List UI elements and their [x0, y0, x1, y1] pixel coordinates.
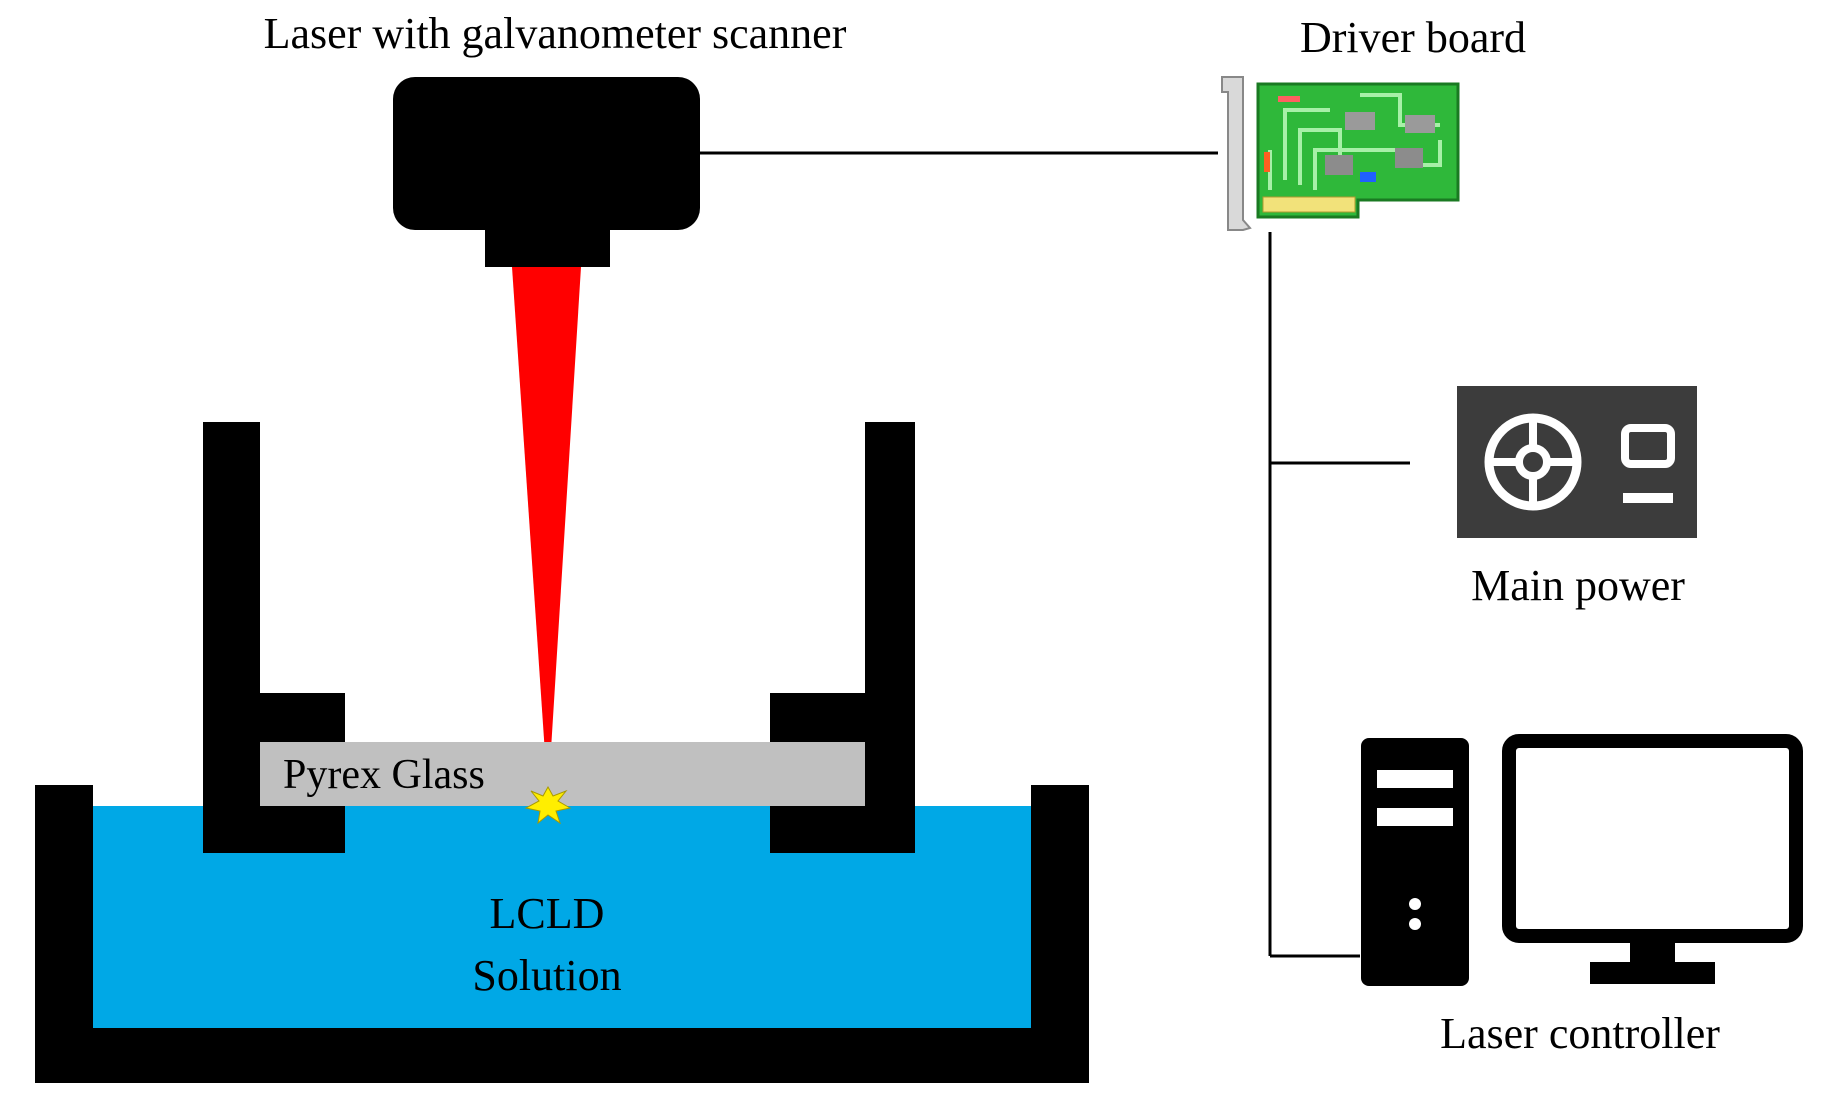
tower-led-2	[1409, 918, 1421, 930]
laser-scanner	[393, 77, 700, 267]
power-socket	[1621, 424, 1675, 468]
pcb-component-blue	[1360, 172, 1376, 182]
pcb-chip-2	[1405, 115, 1435, 133]
wiring	[700, 151, 1410, 958]
pcb-edge-connector	[1262, 196, 1356, 213]
pyrex-glass-label: Pyrex Glass	[283, 752, 485, 798]
laser-controller-label: Laser controller	[1440, 1009, 1720, 1058]
power-switch	[1623, 493, 1673, 503]
holder-left	[203, 422, 345, 853]
pcb-chip-1	[1345, 112, 1375, 130]
pcb-component-red	[1278, 96, 1300, 102]
power-supply-icon	[1457, 386, 1697, 538]
tower-led-1	[1409, 898, 1421, 910]
pcb-component-orange	[1264, 152, 1270, 172]
monitor-neck	[1630, 936, 1675, 964]
computer-monitor	[1502, 734, 1803, 943]
pcb-card-icon	[1221, 76, 1460, 231]
tower-drive-bay-2	[1377, 808, 1453, 826]
pcb-chip-4	[1395, 148, 1423, 168]
main-power-label: Main power	[1471, 561, 1685, 610]
holder-right	[770, 422, 915, 853]
solution-label-line1: LCLD	[490, 889, 605, 938]
pcb-bracket	[1221, 76, 1252, 231]
laser-beam	[512, 267, 581, 798]
solution-label-line2: Solution	[472, 951, 621, 1000]
computer-tower	[1361, 738, 1469, 986]
desktop-computer-icon	[1361, 734, 1803, 986]
tank-bottom	[35, 1028, 1089, 1083]
laser-scanner-nozzle	[485, 225, 610, 267]
laser-scanner-body	[393, 77, 700, 230]
laser-scanner-label: Laser with galvanometer scanner	[264, 9, 847, 58]
driver-board-label: Driver board	[1300, 13, 1526, 62]
focal-spark-icon	[524, 785, 572, 825]
monitor-stand	[1590, 962, 1715, 984]
tower-drive-bay-1	[1377, 770, 1453, 788]
pcb-chip-3	[1325, 155, 1353, 175]
glass-holder	[203, 422, 915, 853]
